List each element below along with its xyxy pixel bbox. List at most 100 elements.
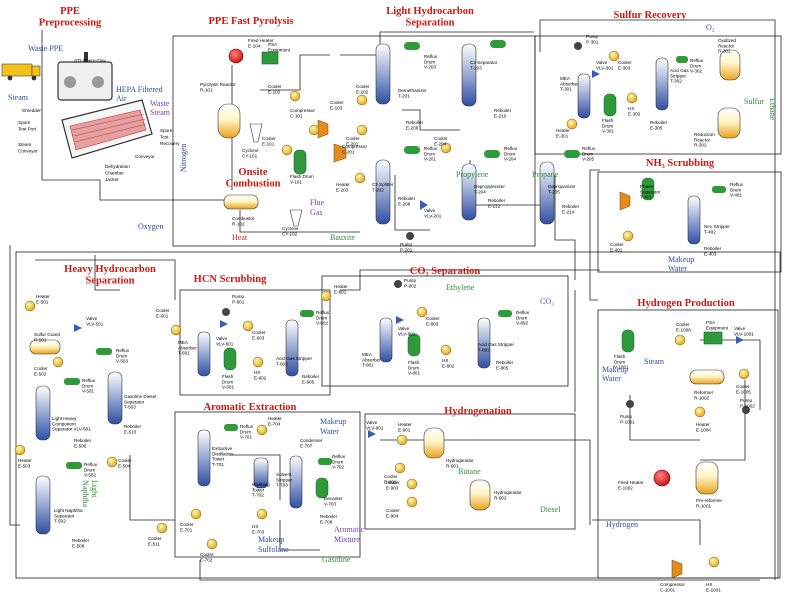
extractive-distillation-tower <box>197 429 211 487</box>
section-title-sulfur: Sulfur Recovery <box>613 10 687 21</box>
stream-butane: Butane <box>458 467 481 476</box>
label-reflux-v302-line: Drum <box>690 63 701 68</box>
oxidized-reactor-r301 <box>719 49 741 81</box>
heater-e901 <box>396 434 408 446</box>
acid-gas-stripper-t602 <box>285 319 299 377</box>
pump-p301 <box>574 42 582 50</box>
cooler-e1005 <box>738 368 750 380</box>
section-title-nh3: NH₃ Scrubbing <box>646 158 715 169</box>
pump-p1002 <box>742 406 750 414</box>
stream-propane: Propane <box>532 170 559 179</box>
fired-heater-e104 <box>228 48 244 64</box>
label-ln-sep-line: T-502 <box>54 519 66 524</box>
label-flash-v601-line: Drum <box>222 379 233 384</box>
fired-heater-e1002 <box>653 469 671 487</box>
label-edt-line: Tower <box>212 457 225 462</box>
label-reboiler-e210-line: E-210 <box>494 113 507 118</box>
label-cyclone1-line: CY-101 <box>242 153 258 158</box>
pump-p802 <box>394 280 402 288</box>
label-hydro-r901-line: R-901 <box>446 463 459 468</box>
label-agstrip-t302-line: T-302 <box>670 79 682 84</box>
demethanizer-t201 <box>375 43 391 105</box>
label-heater-e501-line: E-501 <box>36 299 49 304</box>
hx-e703 <box>256 508 268 520</box>
stream-heat: Heat <box>232 233 248 242</box>
label-comp-c201-line: C-201 <box>342 149 355 154</box>
acid-gas-stripper-t802 <box>477 317 491 369</box>
label-flash-v601-line: V-601 <box>222 385 234 390</box>
stream-makeup-water-nh3-line: Water <box>668 264 687 273</box>
mea-absorber-t801 <box>379 317 393 363</box>
label-wash-t702-line: T-702 <box>252 493 264 498</box>
spore-port-label-line: Test Port <box>18 127 37 132</box>
label-phase-sep-line: T-401 <box>640 195 652 200</box>
cooler-e601 <box>170 324 182 336</box>
combustor-r102 <box>223 194 259 210</box>
cooler-e103 <box>308 124 320 136</box>
stream-co2: CO₂ <box>540 297 554 306</box>
reflux-drum-v701 <box>224 424 238 431</box>
sti-label: STI-Chem-Clav <box>74 58 106 63</box>
label-cooler-e511-line: E-511 <box>148 541 160 546</box>
label-cooler-e101-line: E-101 <box>262 141 275 146</box>
psa-equipment-1 <box>261 51 279 65</box>
label-cooler-e603-line: E-603 <box>252 335 265 340</box>
truck-icon <box>1 63 41 81</box>
valve-vlv901 <box>368 430 376 438</box>
valve-vlv201 <box>420 200 428 210</box>
compressor-c101 <box>317 119 329 139</box>
stream-sulfur: Sulfur <box>744 97 764 106</box>
reflux-drum-v802 <box>498 310 512 317</box>
label-wash-t702-line: Tower <box>252 487 265 492</box>
reduction-reactor-r302 <box>717 107 741 139</box>
label-flash-v1001-line: V-1001 <box>614 365 629 370</box>
c2-separator-t203 <box>461 43 477 107</box>
cooler-e902 <box>394 462 406 474</box>
pump-p601 <box>222 308 230 316</box>
label-hydro-r902-line: R-902 <box>494 495 507 500</box>
label-depropyl-line: T-204 <box>474 189 486 194</box>
hx-e602 <box>252 356 264 368</box>
label-mea-t301-line: T-301 <box>560 87 572 92</box>
stream-propylene: Propylene <box>456 170 489 179</box>
label-reboiler-e212-line: E-212 <box>488 203 501 208</box>
label-valve-v501-line: VLV-501 <box>86 321 104 326</box>
label-reflux-v501-line: Drum <box>82 383 93 388</box>
stream-steam-h2: Steam <box>644 357 665 366</box>
label-cooler-e1006-line: E-1006 <box>676 327 691 332</box>
acid-gas-stripper-t302 <box>655 57 669 111</box>
hydrogenator-r902 <box>469 479 491 511</box>
dehydration-label-line: Jacket <box>105 177 119 182</box>
cooler-e102 <box>289 90 301 102</box>
label-cooler-e902-line: E-902 <box>384 479 397 484</box>
hx-e802 <box>440 344 452 356</box>
label-reboiler-e305-line: E-305 <box>650 125 663 130</box>
label-reflux-v204-line: Drum <box>504 151 515 156</box>
heater-e203 <box>354 172 366 184</box>
reflux-drum-v602 <box>300 310 314 317</box>
light-naphtha-separator <box>35 475 51 535</box>
reflux-drum-v501 <box>64 378 80 385</box>
